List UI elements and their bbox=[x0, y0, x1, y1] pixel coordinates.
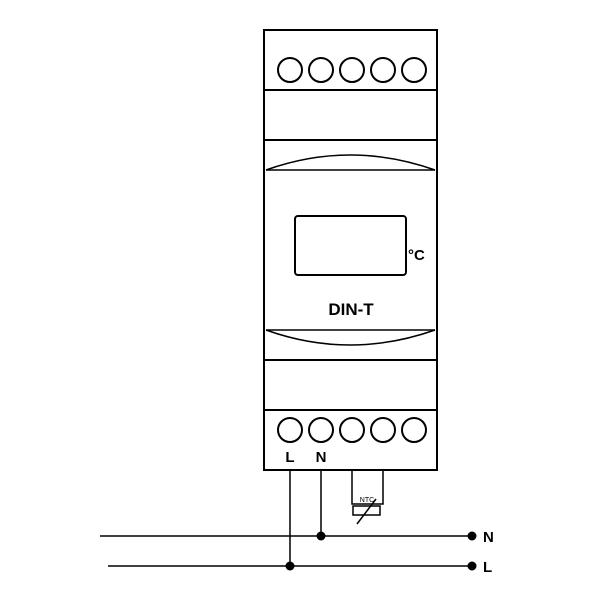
terminal-screw bbox=[277, 57, 303, 83]
bottom-terminal-block bbox=[263, 409, 438, 471]
terminal-screw-l bbox=[277, 417, 303, 443]
model-label: DIN-T bbox=[328, 300, 374, 319]
junction-dot-n bbox=[316, 531, 326, 541]
top-terminals bbox=[277, 57, 427, 83]
bottom-terminals bbox=[277, 417, 427, 443]
lower-housing bbox=[263, 359, 438, 411]
supply-lines: N L bbox=[100, 529, 494, 576]
terminal-label-l: L bbox=[285, 449, 294, 466]
ntc-sensor: NTC bbox=[351, 470, 384, 525]
neutral-line-label: N bbox=[483, 529, 494, 546]
ntc-thermistor bbox=[352, 505, 381, 516]
junction-dot-l bbox=[285, 561, 295, 571]
terminal-screw bbox=[370, 57, 396, 83]
ntc-arrow bbox=[356, 498, 377, 525]
terminal-screw-ntc-1 bbox=[339, 417, 365, 443]
terminal-screw bbox=[401, 57, 427, 83]
terminal-screw-ntc-2 bbox=[370, 417, 396, 443]
line-end-dot-n bbox=[467, 531, 477, 541]
terminal-screw bbox=[308, 57, 334, 83]
unit-label: °C bbox=[408, 247, 425, 264]
din-rail-device: °C DIN-T bbox=[263, 29, 438, 471]
terminal-screw bbox=[339, 57, 365, 83]
terminal-label-n: N bbox=[316, 449, 327, 466]
line-end-dot-l bbox=[467, 561, 477, 571]
upper-housing bbox=[263, 89, 438, 141]
display-window bbox=[294, 215, 407, 276]
ntc-label: NTC bbox=[360, 497, 374, 504]
sensor-wire bbox=[351, 470, 384, 505]
bottom-curve-trim bbox=[265, 329, 436, 346]
live-line-label: L bbox=[483, 559, 492, 576]
terminal-screw-n bbox=[308, 417, 334, 443]
top-curve-trim bbox=[265, 154, 436, 171]
terminal-screw bbox=[401, 417, 427, 443]
